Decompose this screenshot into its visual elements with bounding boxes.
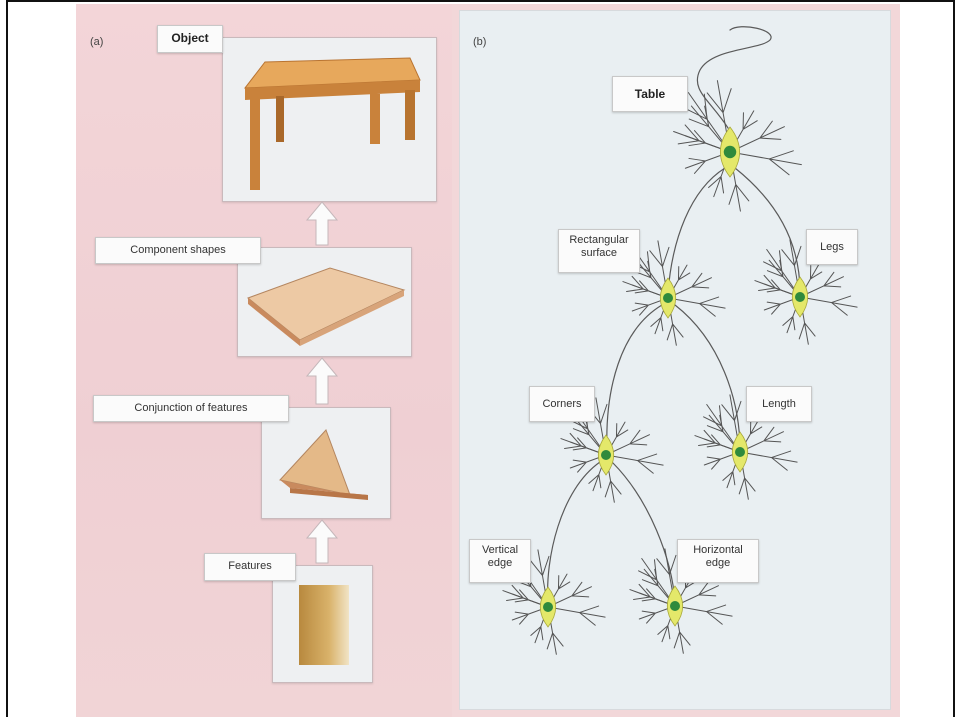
- dendrite: [675, 605, 732, 624]
- label-edge-line2b: edge: [706, 557, 730, 569]
- label-corners: Corners: [529, 386, 595, 422]
- neuron-vertical-nucleus: [543, 602, 553, 612]
- label-length: Length: [746, 386, 812, 422]
- neuron-rect-nucleus: [663, 293, 673, 303]
- neuron-horizontal-nucleus: [670, 601, 680, 611]
- label-table: Table: [612, 76, 688, 112]
- dendrite: [800, 296, 857, 315]
- dendrite: [730, 151, 801, 175]
- label-horizontal-edge: Horizontal edge: [677, 539, 759, 583]
- neuron-length-nucleus: [735, 447, 745, 457]
- neuron-corners-nucleus: [601, 450, 611, 460]
- dendrite: [606, 454, 663, 473]
- label-vertical-edge: Vertical edge: [469, 539, 531, 583]
- dendrite: [740, 451, 797, 470]
- neuron-table-nucleus: [724, 146, 737, 159]
- label-surface-line2: surface: [581, 247, 617, 259]
- label-rectangular-surface: Rectangular surface: [558, 229, 640, 273]
- label-legs: Legs: [806, 229, 858, 265]
- neuron-legs-nucleus: [795, 292, 805, 302]
- label-edge-line2: edge: [488, 557, 512, 569]
- label-rectangular-line1: Rectangular: [569, 234, 628, 246]
- dendrite: [548, 606, 605, 625]
- label-vertical-line1: Vertical: [482, 544, 518, 556]
- label-horizontal-line1: Horizontal: [693, 544, 743, 556]
